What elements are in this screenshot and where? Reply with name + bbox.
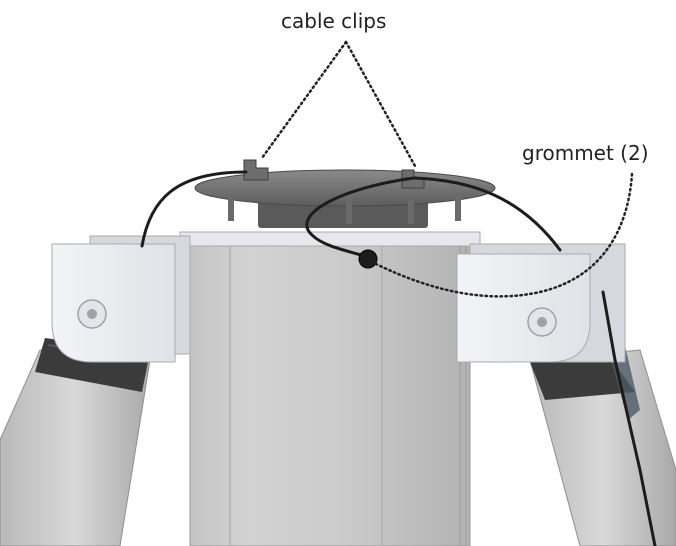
- grommet-label: grommet (2): [522, 141, 649, 165]
- cable-clip-left: [243, 159, 269, 181]
- leader-lines: [260, 40, 634, 298]
- leader-cable-clips-left: [260, 40, 348, 160]
- cable: [140, 170, 657, 546]
- leader-grommet: [370, 172, 634, 298]
- grommet: [358, 249, 378, 269]
- left-leg: [0, 338, 151, 546]
- center-column: [179, 231, 481, 546]
- left-bracket: [51, 235, 191, 363]
- cable-clips-label: cable clips: [281, 9, 387, 33]
- leader-cable-clips-right: [344, 40, 417, 168]
- right-bracket: [456, 243, 626, 363]
